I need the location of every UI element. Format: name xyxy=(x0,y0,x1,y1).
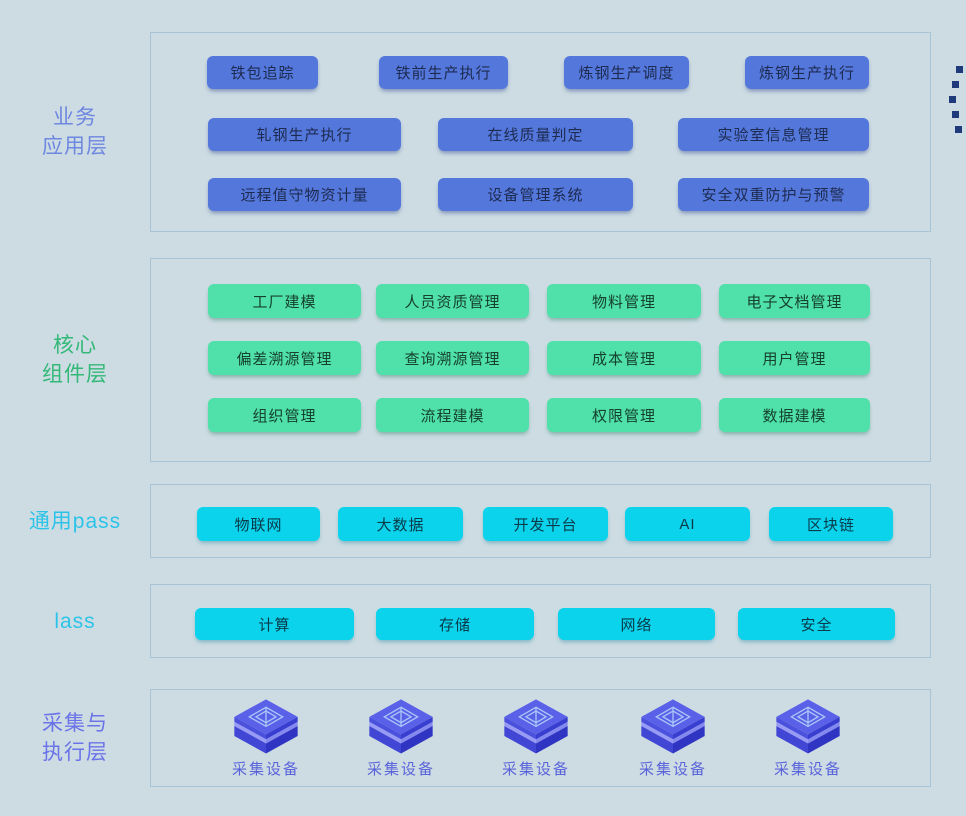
layer-label-line: 采集与 xyxy=(42,712,108,735)
device-label: 采集设备 xyxy=(231,761,300,778)
deco-square xyxy=(956,66,963,73)
layer-label-business: 业务 应用层 xyxy=(0,32,150,232)
business-app-button[interactable]: 远程值守物资计量 xyxy=(208,178,401,211)
business-app-button[interactable]: 设备管理系统 xyxy=(438,178,633,211)
layer-label-line: lass xyxy=(54,609,96,633)
core-component-button[interactable]: 权限管理 xyxy=(547,398,701,432)
chip-cube-icon xyxy=(369,699,433,754)
layer-label-paas: 通用pass xyxy=(0,484,150,558)
device-item: 采集设备 xyxy=(201,696,331,779)
device-label: 采集设备 xyxy=(366,761,435,778)
layer-label-line: 执行层 xyxy=(42,741,108,764)
device-item: 采集设备 xyxy=(471,696,601,779)
paas-capability-button[interactable]: AI xyxy=(625,507,750,541)
paas-capability-button[interactable]: 开发平台 xyxy=(483,507,608,541)
device-item: 采集设备 xyxy=(743,696,873,779)
device-item: 采集设备 xyxy=(608,696,738,779)
paas-capability-button[interactable]: 物联网 xyxy=(197,507,320,541)
core-component-button[interactable]: 偏差溯源管理 xyxy=(208,341,361,375)
core-component-button[interactable]: 数据建模 xyxy=(719,398,870,432)
iaas-capability-button[interactable]: 计算 xyxy=(195,608,354,640)
device-item: 采集设备 xyxy=(336,696,466,779)
iaas-capability-button[interactable]: 安全 xyxy=(738,608,895,640)
deco-square xyxy=(955,126,962,133)
panel-iaas: 计算 存储 网络 安全 xyxy=(150,584,931,658)
deco-square xyxy=(949,96,956,103)
business-app-button[interactable]: 铁前生产执行 xyxy=(379,56,508,89)
business-app-button[interactable]: 炼钢生产调度 xyxy=(564,56,689,89)
layer-label-line: 通用pass xyxy=(28,509,122,533)
panel-business: 铁包追踪 铁前生产执行 炼钢生产调度 炼钢生产执行 轧钢生产执行 在线质量判定 … xyxy=(150,32,931,232)
business-app-button[interactable]: 在线质量判定 xyxy=(438,118,633,151)
layer-label-line: 核心 xyxy=(53,334,97,357)
business-app-button[interactable]: 铁包追踪 xyxy=(207,56,318,89)
iaas-capability-button[interactable]: 存储 xyxy=(376,608,534,640)
paas-capability-button[interactable]: 大数据 xyxy=(338,507,463,541)
layer-label-core: 核心 组件层 xyxy=(0,258,150,462)
core-component-button[interactable]: 物料管理 xyxy=(547,284,701,318)
layer-label-device: 采集与 执行层 xyxy=(0,689,150,787)
device-label: 采集设备 xyxy=(638,761,707,778)
paas-capability-button[interactable]: 区块链 xyxy=(769,507,893,541)
deco-square xyxy=(952,81,959,88)
core-component-button[interactable]: 工厂建模 xyxy=(208,284,361,318)
deco-square xyxy=(952,111,959,118)
core-component-button[interactable]: 组织管理 xyxy=(208,398,361,432)
layer-label-line: 组件层 xyxy=(42,363,108,386)
device-label: 采集设备 xyxy=(773,761,842,778)
business-app-button[interactable]: 炼钢生产执行 xyxy=(745,56,869,89)
chip-cube-icon xyxy=(234,699,298,754)
panel-device: 采集设备 采集设备 xyxy=(150,689,931,787)
layer-label-iaas: lass xyxy=(0,584,150,658)
business-app-button[interactable]: 实验室信息管理 xyxy=(678,118,869,151)
business-app-button[interactable]: 轧钢生产执行 xyxy=(208,118,401,151)
core-component-button[interactable]: 人员资质管理 xyxy=(376,284,529,318)
core-component-button[interactable]: 查询溯源管理 xyxy=(376,341,529,375)
panel-paas: 物联网 大数据 开发平台 AI 区块链 xyxy=(150,484,931,558)
chip-cube-icon xyxy=(641,699,705,754)
core-component-button[interactable]: 成本管理 xyxy=(547,341,701,375)
device-label: 采集设备 xyxy=(501,761,570,778)
panel-core: 工厂建模 人员资质管理 物料管理 电子文档管理 偏差溯源管理 查询溯源管理 成本… xyxy=(150,258,931,462)
chip-cube-icon xyxy=(776,699,840,754)
chip-cube-icon xyxy=(504,699,568,754)
iaas-capability-button[interactable]: 网络 xyxy=(558,608,715,640)
core-component-button[interactable]: 电子文档管理 xyxy=(719,284,870,318)
layer-label-line: 业务 xyxy=(53,106,97,129)
core-component-button[interactable]: 流程建模 xyxy=(376,398,529,432)
core-component-button[interactable]: 用户管理 xyxy=(719,341,870,375)
business-app-button[interactable]: 安全双重防护与预警 xyxy=(678,178,869,211)
layer-label-line: 应用层 xyxy=(42,135,108,158)
